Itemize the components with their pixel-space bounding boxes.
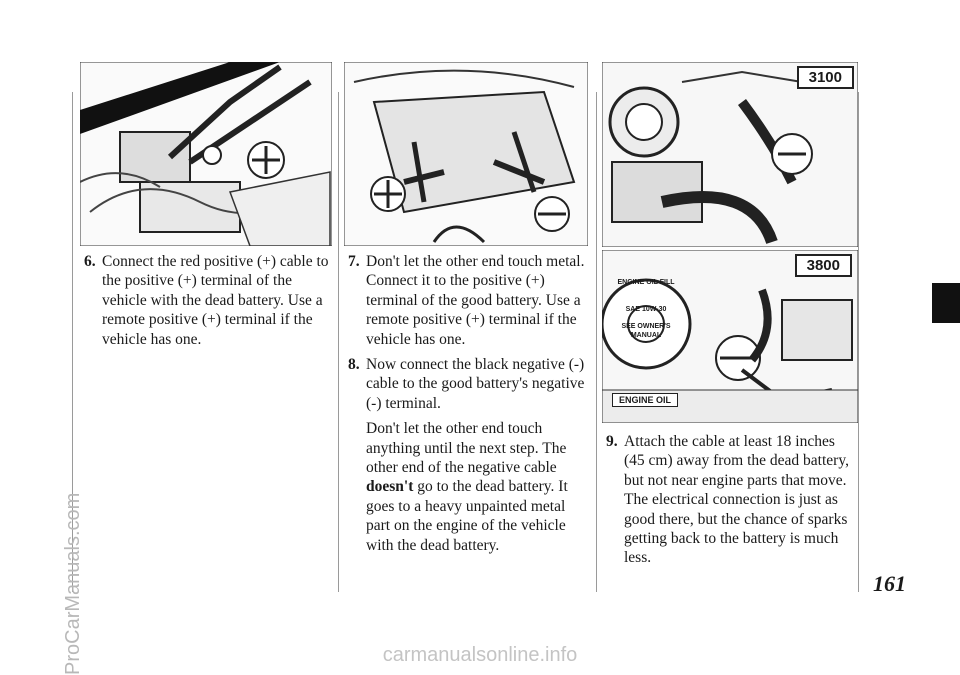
engine-oil-tag: ENGINE OIL bbox=[612, 393, 679, 407]
step-7-number: 7. bbox=[348, 253, 360, 270]
oil-fill-label: ENGINE OIL FILL bbox=[617, 279, 675, 286]
oil-grade-label: SAE 10W-30 bbox=[625, 306, 667, 313]
column-2-text: 7. Don't let the other end touch metal. … bbox=[348, 252, 592, 555]
column-rule-mid bbox=[338, 92, 339, 592]
watermark-side: ProCarManuals.com bbox=[62, 492, 84, 675]
column-1-text: 6. Connect the red positive (+) cable to… bbox=[84, 252, 332, 355]
step-9-number: 9. bbox=[606, 433, 618, 450]
illustration-engine-3800: ENGINE OIL FILL SAE 10W-30 SEE OWNER'S M… bbox=[602, 250, 858, 423]
step-7: 7. Don't let the other end touch metal. … bbox=[348, 252, 592, 349]
note-bold: doesn't bbox=[366, 478, 414, 496]
column-rule-left bbox=[72, 92, 73, 592]
step-7-text: Don't let the other end touch metal. Con… bbox=[366, 253, 585, 348]
step-9-text: Attach the cable at least 18 inches (45 … bbox=[624, 433, 849, 567]
step-6-number: 6. bbox=[84, 253, 96, 270]
step-8-text: Now connect the black negative (-) cable… bbox=[366, 356, 585, 412]
battery-drawing bbox=[344, 62, 588, 246]
footer-watermark: carmanualsonline.info bbox=[382, 644, 578, 666]
step-6-text: Connect the red positive (+) cable to th… bbox=[102, 253, 329, 348]
engine-bay-drawing-1 bbox=[80, 62, 332, 246]
step-8: 8. Now connect the black negative (-) ca… bbox=[348, 355, 592, 413]
engine-3100-drawing bbox=[602, 62, 858, 247]
note-after: go to the dead battery. It goes to a hea… bbox=[366, 478, 568, 554]
step-8-note: Don't let the other end touch anything u… bbox=[348, 419, 592, 555]
oil-cap-text: ENGINE OIL FILL SAE 10W-30 SEE OWNER'S M… bbox=[614, 278, 678, 340]
illustration-good-battery-positive bbox=[344, 62, 588, 246]
engine-label-3100: 3100 bbox=[796, 66, 854, 89]
step-9: 9. Attach the cable at least 18 inches (… bbox=[606, 432, 856, 568]
section-tab bbox=[932, 283, 960, 323]
illustration-engine-3100: 3100 bbox=[602, 62, 858, 247]
illustration-dead-battery-positive bbox=[80, 62, 332, 246]
column-rule-mid2 bbox=[596, 92, 597, 592]
column-rule-right bbox=[858, 92, 859, 592]
page-number: 161 bbox=[873, 571, 906, 596]
engine-label-3800: 3800 bbox=[794, 254, 852, 277]
column-3-text: 9. Attach the cable at least 18 inches (… bbox=[606, 432, 856, 574]
see-manual-label: SEE OWNER'S MANUAL bbox=[621, 323, 671, 339]
step-8-number: 8. bbox=[348, 356, 360, 374]
step-6: 6. Connect the red positive (+) cable to… bbox=[84, 252, 332, 349]
note-before: Don't let the other end touch anything u… bbox=[366, 420, 567, 477]
